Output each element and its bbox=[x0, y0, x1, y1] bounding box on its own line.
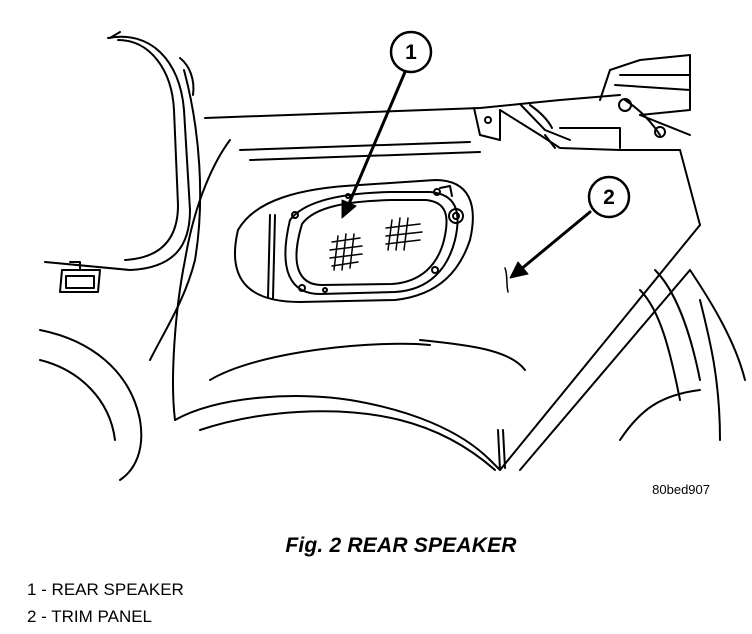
seat-belt-anchor bbox=[59, 261, 101, 293]
seat-back bbox=[44, 31, 202, 361]
c-pillar bbox=[497, 269, 746, 471]
callout-1-number: 1 bbox=[405, 41, 417, 64]
trim-panel-outline bbox=[172, 107, 721, 471]
callout-1: 1 bbox=[389, 30, 433, 74]
callout-2: 2 bbox=[587, 175, 631, 219]
legend: 1 - REAR SPEAKER 2 - TRIM PANEL bbox=[27, 576, 184, 630]
figure-code: 80bed907 bbox=[652, 482, 710, 497]
legend-item-rear-speaker: 1 - REAR SPEAKER bbox=[27, 580, 184, 599]
callout-2-number: 2 bbox=[603, 186, 615, 209]
seat-cushion bbox=[39, 329, 143, 481]
deck-lid-hinge bbox=[473, 54, 691, 151]
callout-1-leader bbox=[341, 70, 407, 219]
speaker-mount-panel bbox=[233, 179, 474, 303]
figure-caption: Fig. 2 REAR SPEAKER bbox=[285, 534, 517, 557]
callout-2-leader bbox=[504, 210, 592, 293]
rear-speaker-illustration: 1 2 bbox=[39, 30, 746, 481]
rear-speaker bbox=[284, 185, 464, 295]
legend-item-trim-panel: 2 - TRIM PANEL bbox=[27, 607, 153, 626]
